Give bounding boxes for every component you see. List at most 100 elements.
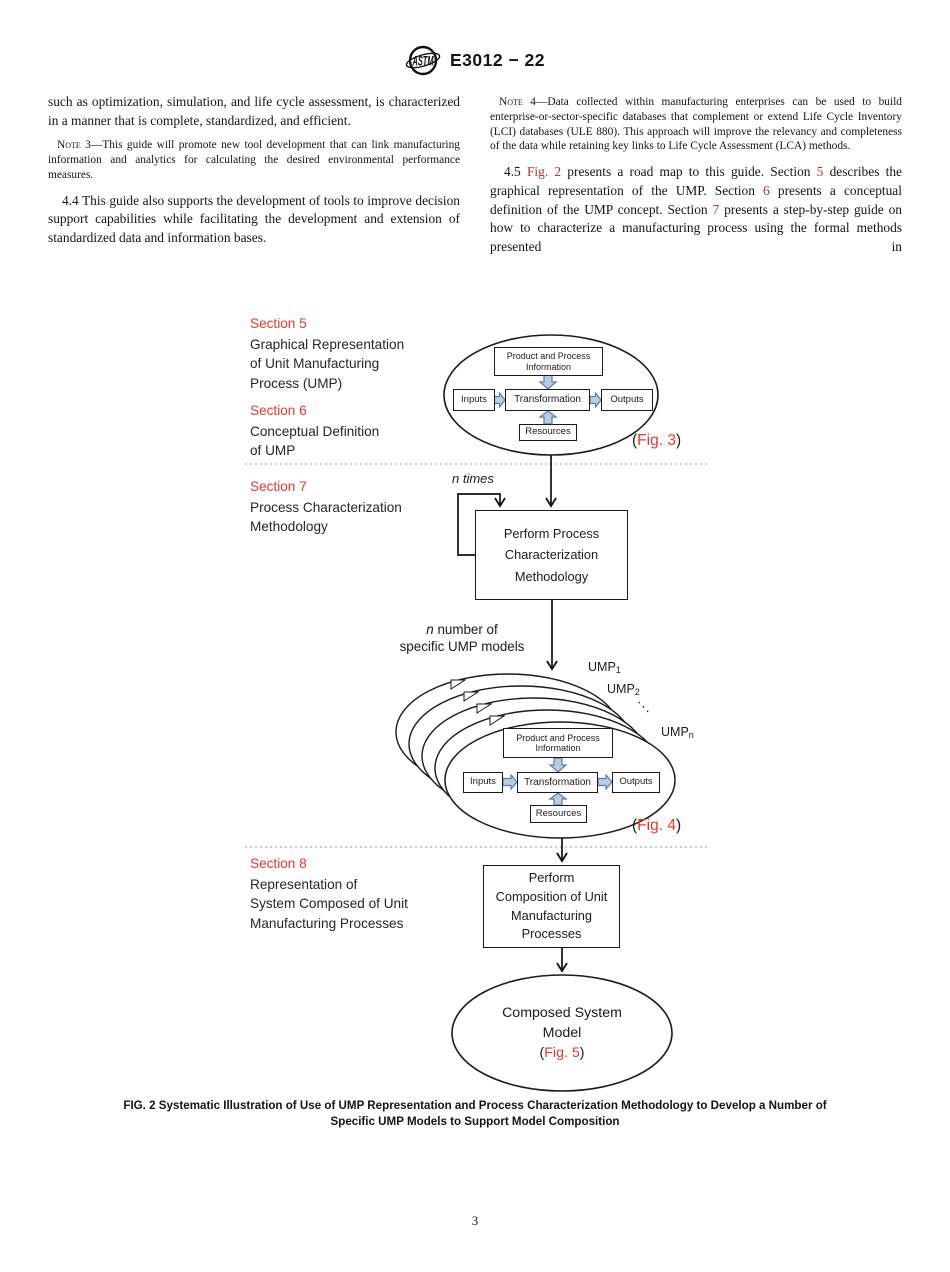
figure-section-5-label: Section 5 Graphical Representation of Un… [250, 314, 465, 393]
stack-sheet-corner [489, 715, 506, 726]
stack-sheet-corner [450, 679, 467, 690]
paren: ) [579, 1045, 585, 1061]
n-number-label: n number of specific UMP models [388, 621, 536, 655]
caption-line: FIG. 2 Systematic Illustration of Use of… [123, 1099, 827, 1112]
box-line: Processes [521, 926, 582, 942]
paren: ) [675, 432, 682, 449]
paren: ) [675, 817, 682, 834]
block-arrow-right-icon [502, 773, 518, 791]
fig-3-label: Fig. 3 [637, 432, 676, 449]
section-heading: Section 5 [250, 316, 307, 331]
label-line: specific UMP models [399, 639, 525, 654]
block-arrow-right-icon [597, 773, 613, 791]
figure-diagram-canvas [245, 334, 708, 1092]
section-line: Process Characterization [250, 499, 402, 515]
section-line: of UMP [250, 443, 296, 458]
note-3: Note 3—This guide will promote new tool … [48, 138, 460, 182]
paragraph-continuation: such as optimization, simulation, and li… [48, 93, 460, 130]
product-process-info-box: Product and Process Information [494, 347, 603, 376]
fig-5-label: Fig. 5 [544, 1045, 580, 1061]
paren: ( [632, 817, 638, 834]
fig-4-reference: (Fig. 4) [632, 817, 681, 835]
note-4: Note 4—Data collected within manufacturi… [490, 95, 902, 154]
fig-4-label: Fig. 4 [637, 817, 676, 834]
product-process-info-box: Product and Process Information [503, 728, 613, 758]
compose-ump-box: Perform Composition of Unit Manufacturin… [483, 865, 620, 948]
block-arrow-right-icon [589, 391, 602, 409]
box-line: Composition of Unit [495, 888, 608, 904]
page-number: 3 [471, 1213, 479, 1228]
note-label: Note 3 [57, 139, 91, 152]
paragraph-text: presents a conceptual definition of the … [490, 182, 902, 217]
block-arrow-down-icon [538, 374, 558, 390]
body-columns: such as optimization, simulation, and li… [48, 93, 903, 256]
link-section-7[interactable]: 7 [712, 201, 720, 217]
left-column: such as optimization, simulation, and li… [48, 93, 460, 256]
box-line: Manufacturing [510, 907, 593, 923]
figure-caption: FIG. 2 Systematic Illustration of Use of… [60, 1098, 890, 1130]
figure-section-6-label: Section 6 Conceptual Definition of UMP [250, 401, 465, 461]
section-line: of Unit Manufacturing [250, 356, 380, 371]
paragraph-4-4: 4.4 This guide also supports the develop… [48, 192, 460, 248]
ump-1-label: UMP1 [588, 660, 621, 675]
link-section-6[interactable]: 6 [763, 182, 770, 198]
note-label: Note 4 [499, 96, 536, 108]
right-column: Note 4—Data collected within manufacturi… [490, 93, 902, 256]
label-line: Model [542, 1025, 582, 1041]
standard-code: E3012 − 22 [449, 50, 545, 70]
section-line: Manufacturing Processes [250, 915, 404, 931]
section-heading: Section 7 [250, 479, 307, 494]
paragraph-4-5: 4.5 Fig. 2 presents a road map to this g… [490, 163, 902, 256]
paragraph-text: presents a road map to this guide. Secti… [561, 164, 817, 180]
inputs-box: Inputs [463, 772, 503, 793]
label-line: Composed System [502, 1005, 622, 1021]
label-text: number of [433, 622, 498, 637]
ump-subscript: 1 [615, 665, 621, 675]
resources-box: Resources [530, 805, 587, 823]
transformation-box: Transformation [517, 772, 598, 793]
note-text: —Data collected within manufacturing ent… [490, 96, 902, 153]
transformation-box: Transformation [505, 389, 590, 411]
section-heading: Section 6 [250, 403, 307, 418]
ump-n-label: UMPn [661, 725, 694, 740]
fig-5-reference: (Fig. 5) [452, 1043, 672, 1063]
ump-subscript: 2 [634, 687, 640, 697]
stack-sheet-corner [476, 703, 493, 714]
outputs-box: Outputs [601, 389, 653, 411]
block-arrow-up-icon [538, 410, 558, 425]
paragraph-text: presents a step-by-step guide on how to … [490, 201, 903, 254]
n-times-loop-arrow [457, 493, 506, 556]
fig-3-reference: (Fig. 3) [632, 432, 681, 450]
section-heading: Section 8 [250, 856, 307, 871]
paren: ( [632, 432, 638, 449]
ump-base: UMP [661, 725, 689, 739]
figure-section-8-label: Section 8 Representation of System Compo… [250, 854, 465, 933]
stack-ellipsis: ⋱ [637, 699, 650, 714]
section-line: Conceptual Definition [250, 423, 380, 439]
n-times-label: n times [452, 471, 494, 486]
composed-system-ellipse [451, 974, 673, 1092]
page-header: ASTM E3012 − 22 [0, 44, 950, 77]
note-text: —This guide will promote new tool develo… [48, 139, 460, 181]
section-line: System Composed of Unit [250, 896, 408, 911]
paragraph-text: 4.4 This guide also supports the develop… [48, 192, 460, 245]
section-line: Methodology [250, 519, 328, 534]
paragraph-text: describes the graphical representation o… [490, 164, 902, 198]
box-line: Perform [528, 870, 575, 886]
link-section-5[interactable]: 5 [816, 164, 824, 180]
section-line: Process (UMP) [250, 375, 343, 391]
composed-system-label: Composed System Model (Fig. 5) [452, 1003, 672, 1063]
caption-line: Specific UMP Models to Support Model Com… [330, 1115, 620, 1129]
astm-logo-icon: ASTM [405, 45, 441, 76]
figure-section-7-label: Section 7 Process Characterization Metho… [250, 477, 465, 537]
paragraph-text: 4.5 [504, 164, 527, 180]
italic-n: n [426, 622, 434, 637]
ump-base: UMP [607, 682, 635, 696]
ump-base: UMP [588, 660, 616, 674]
block-arrow-down-icon [548, 757, 568, 773]
link-fig-2[interactable]: Fig. 2 [526, 164, 562, 180]
section-line: Graphical Representation [250, 336, 405, 352]
stack-sheet-corner [463, 691, 480, 702]
ump-subscript: n [688, 730, 694, 740]
paragraph-text: such as optimization, simulation, and li… [48, 94, 460, 128]
